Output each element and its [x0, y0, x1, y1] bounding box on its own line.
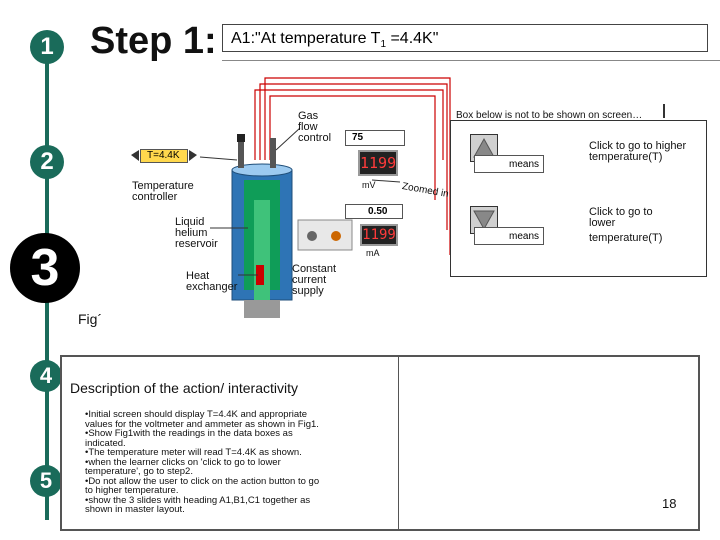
bullet-line: temperature', go to step2.	[85, 466, 193, 477]
means-box-up: means	[474, 155, 544, 173]
bullet-line: •Do not allow the user to click on the a…	[85, 475, 320, 487]
lower-temperature-text-2[interactable]: temperature(T)	[589, 232, 663, 244]
slide-heading: A1:"At temperature T1 =4.4K"	[222, 24, 708, 52]
bullet-line: to higher temperature.	[85, 485, 179, 496]
ammeter-value-box: 0.50	[345, 204, 403, 219]
offscreen-note: Box below is not to be shown on screen…	[456, 110, 643, 121]
bullet-line: •Show Fig1with the readings in the data …	[85, 428, 293, 439]
heading-text-end: =4.4K"	[386, 30, 439, 47]
step-title: Step 1:	[90, 20, 217, 62]
higher-temperature-text[interactable]: Click to go to higher temperature(T)	[589, 140, 687, 163]
description-heading: Description of the action/ interactivity	[70, 380, 298, 396]
bullet-line: •when the learner clicks on 'click to go…	[85, 456, 281, 468]
temperature-controller-label: Temperature controller	[132, 180, 194, 203]
step-number-4: 4	[30, 360, 62, 392]
means-box-down: means	[474, 227, 544, 245]
bullet-line: •Initial screen should display T=4.4K an…	[85, 409, 308, 420]
step-number-3: 3	[10, 233, 80, 303]
bullet-line: indicated.	[85, 437, 126, 449]
bullet-line: values for the voltmeter and ammeter as …	[85, 418, 319, 430]
bullet-line: •The temperature meter will read T=4.4K …	[85, 447, 302, 458]
heading-text: A1:"At temperature T	[231, 30, 381, 47]
ma-unit-label: mA	[366, 248, 380, 258]
temperature-display: T=4.4K	[140, 149, 188, 163]
heading-subscript: 1	[380, 39, 387, 51]
description-bullets: •Initial screen should display T=4.4K an…	[85, 410, 385, 515]
right-edge-rule	[700, 60, 720, 61]
bullet-line: •show the 3 slides with heading A1,B1,C1…	[85, 494, 311, 506]
voltmeter-display: 1199	[358, 150, 398, 176]
page-number: 18	[662, 496, 677, 511]
figure-label: Fig´	[78, 311, 103, 327]
bullet-line: shown in master layout.	[85, 504, 185, 515]
down-arrow-icon	[663, 104, 665, 118]
gas-flow-value-box: 75	[345, 130, 405, 146]
constant-current-label: Constant current supply	[292, 263, 337, 297]
gas-flow-label: Gas flow control	[298, 110, 332, 144]
panel-divider	[398, 357, 399, 529]
ammeter-display: 1199	[360, 224, 398, 246]
step-number-5: 5	[30, 465, 62, 497]
control-box	[450, 120, 707, 277]
description-panel	[60, 355, 700, 531]
lower-temperature-text[interactable]: Click to go to lower	[589, 206, 653, 229]
step-number-1: 1	[30, 30, 64, 64]
step-number-2: 2	[30, 145, 64, 179]
heat-exchanger-label: Heat exchanger	[186, 270, 238, 293]
mv-unit-label: mV	[362, 180, 376, 190]
top-border-line	[222, 60, 720, 61]
liquid-helium-label: Liquid helium reservoir	[175, 216, 218, 250]
